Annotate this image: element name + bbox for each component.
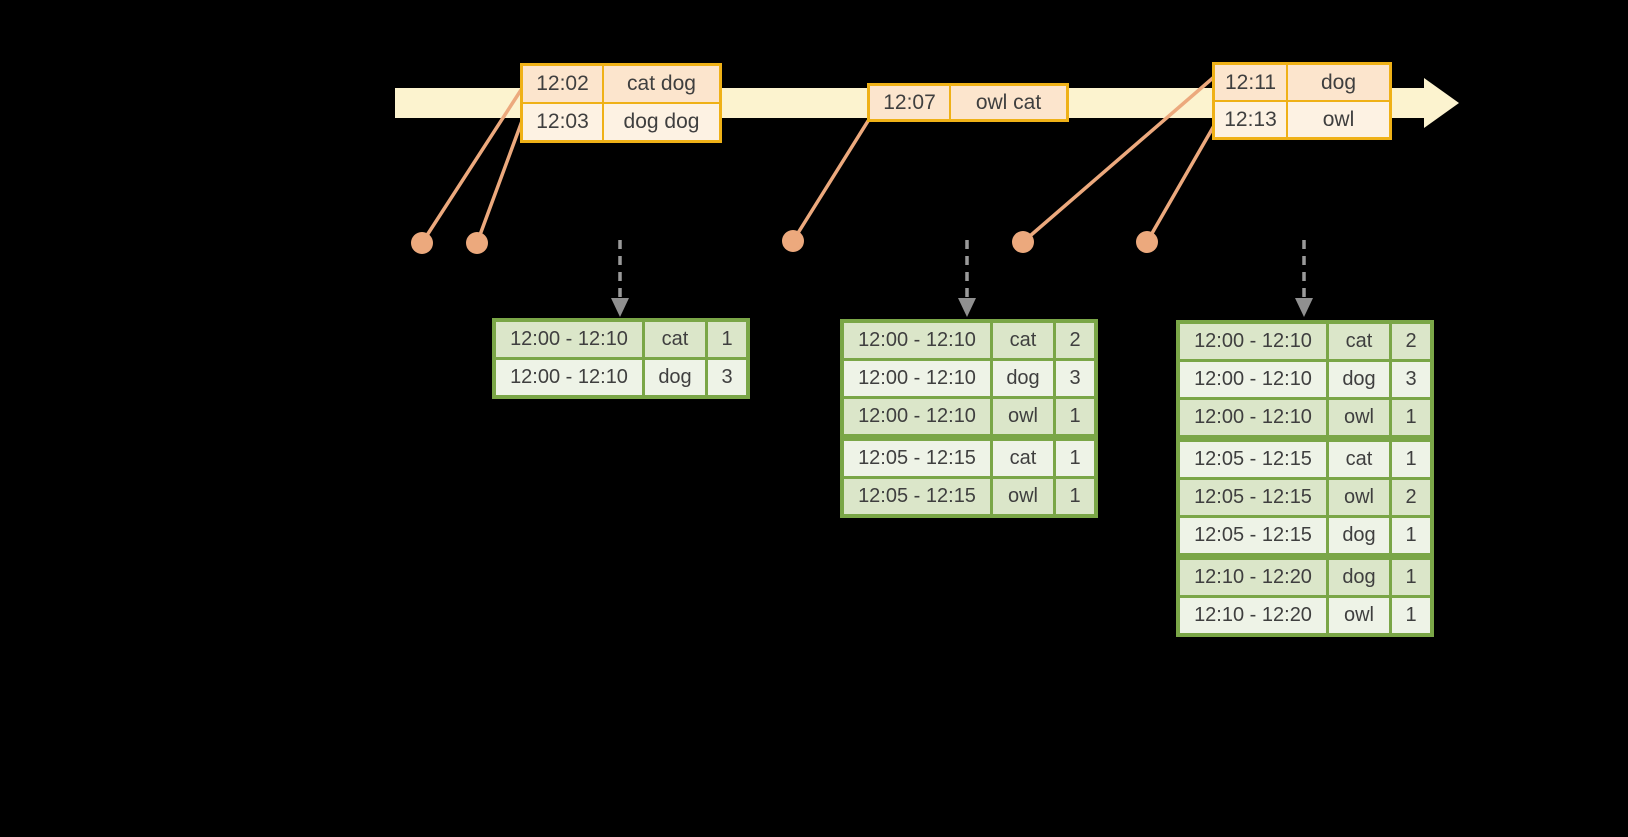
event-row: 12:07 owl cat (870, 86, 1066, 119)
window-cell: 12:00 - 12:10 (1180, 400, 1326, 435)
event-connector-line (1145, 122, 1217, 244)
count-cell: 1 (1392, 598, 1430, 633)
window-cell: 12:05 - 12:15 (1180, 480, 1326, 515)
word-cell: cat (645, 322, 705, 357)
window-cell: 12:00 - 12:10 (1180, 362, 1326, 397)
window-cell: 12:05 - 12:15 (844, 479, 990, 514)
event-words: dog dog (604, 104, 719, 140)
event-connector-line (475, 119, 524, 245)
result-row: 12:00 - 12:10 owl 1 (844, 399, 1094, 434)
count-cell: 1 (1392, 442, 1430, 477)
count-cell: 3 (708, 360, 746, 395)
word-cell: cat (1329, 324, 1389, 359)
count-cell: 1 (1392, 518, 1430, 553)
result-table-2: 12:00 - 12:10 cat 2 12:00 - 12:10 dog 3 … (840, 319, 1098, 518)
window-cell: 12:00 - 12:10 (496, 360, 642, 395)
event-dot (1012, 231, 1034, 253)
event-words: cat dog (604, 66, 719, 102)
word-cell: dog (1329, 560, 1389, 595)
count-cell: 1 (1056, 441, 1094, 476)
event-connector-line (791, 119, 870, 243)
event-row: 12:02 cat dog (523, 66, 719, 102)
event-row: 12:13 owl (1215, 102, 1389, 137)
event-dot (1136, 231, 1158, 253)
event-time: 12:03 (523, 104, 602, 140)
count-cell: 3 (1392, 362, 1430, 397)
window-cell: 12:05 - 12:15 (1180, 518, 1326, 553)
result-row: 12:05 - 12:15 owl 1 (844, 479, 1094, 514)
count-cell: 2 (1392, 324, 1430, 359)
count-cell: 1 (708, 322, 746, 357)
result-table-1: 12:00 - 12:10 cat 1 12:00 - 12:10 dog 3 (492, 318, 750, 399)
count-cell: 2 (1392, 480, 1430, 515)
result-row: 12:00 - 12:10 cat 2 (1180, 324, 1430, 359)
event-words: owl cat (951, 86, 1066, 119)
word-cell: dog (993, 361, 1053, 396)
result-row: 12:05 - 12:15 owl 2 (1180, 480, 1430, 515)
trigger-arrowhead-icon (1295, 298, 1313, 317)
result-row: 12:00 - 12:10 dog 3 (844, 361, 1094, 396)
word-cell: cat (993, 323, 1053, 358)
result-row: 12:00 - 12:10 owl 1 (1180, 400, 1430, 435)
word-cell: owl (993, 399, 1053, 434)
event-dot (411, 232, 433, 254)
event-words: dog (1288, 65, 1389, 100)
event-dot (782, 230, 804, 252)
count-cell: 1 (1392, 560, 1430, 595)
event-time: 12:02 (523, 66, 602, 102)
word-cell: cat (1329, 442, 1389, 477)
trigger-arrowhead-icon (611, 298, 629, 317)
event-table-1: 12:02 cat dog 12:03 dog dog (520, 63, 722, 143)
event-table-3: 12:11 dog 12:13 owl (1212, 62, 1392, 140)
window-cell: 12:00 - 12:10 (844, 323, 990, 358)
result-table-3: 12:00 - 12:10 cat 2 12:00 - 12:10 dog 3 … (1176, 320, 1434, 637)
event-table-2: 12:07 owl cat (867, 83, 1069, 122)
result-row: 12:10 - 12:20 owl 1 (1180, 598, 1430, 633)
word-cell: dog (645, 360, 705, 395)
trigger-arrowhead-icon (958, 298, 976, 317)
count-cell: 2 (1056, 323, 1094, 358)
result-row: 12:00 - 12:10 cat 2 (844, 323, 1094, 358)
window-cell: 12:00 - 12:10 (844, 399, 990, 434)
count-cell: 1 (1056, 399, 1094, 434)
count-cell: 3 (1056, 361, 1094, 396)
word-cell: dog (1329, 518, 1389, 553)
event-dot (466, 232, 488, 254)
word-cell: dog (1329, 362, 1389, 397)
window-cell: 12:00 - 12:10 (844, 361, 990, 396)
window-cell: 12:05 - 12:15 (1180, 442, 1326, 477)
window-cell: 12:10 - 12:20 (1180, 598, 1326, 633)
window-cell: 12:05 - 12:15 (844, 441, 990, 476)
result-row: 12:05 - 12:15 cat 1 (844, 441, 1094, 476)
word-cell: owl (1329, 480, 1389, 515)
window-cell: 12:00 - 12:10 (1180, 324, 1326, 359)
result-row: 12:05 - 12:15 cat 1 (1180, 442, 1430, 477)
result-row: 12:00 - 12:10 dog 3 (1180, 362, 1430, 397)
timeline-arrowhead-icon (1424, 78, 1459, 128)
count-cell: 1 (1056, 479, 1094, 514)
event-time: 12:07 (870, 86, 949, 119)
event-row: 12:03 dog dog (523, 104, 719, 140)
count-cell: 1 (1392, 400, 1430, 435)
window-cell: 12:10 - 12:20 (1180, 560, 1326, 595)
word-cell: owl (1329, 400, 1389, 435)
word-cell: cat (993, 441, 1053, 476)
event-time: 12:13 (1215, 102, 1286, 137)
event-row: 12:11 dog (1215, 65, 1389, 100)
result-row: 12:00 - 12:10 dog 3 (496, 360, 746, 395)
word-cell: owl (1329, 598, 1389, 633)
event-words: owl (1288, 102, 1389, 137)
result-row: 12:00 - 12:10 cat 1 (496, 322, 746, 357)
result-row: 12:10 - 12:20 dog 1 (1180, 560, 1430, 595)
event-time: 12:11 (1215, 65, 1286, 100)
result-row: 12:05 - 12:15 dog 1 (1180, 518, 1430, 553)
word-cell: owl (993, 479, 1053, 514)
window-cell: 12:00 - 12:10 (496, 322, 642, 357)
